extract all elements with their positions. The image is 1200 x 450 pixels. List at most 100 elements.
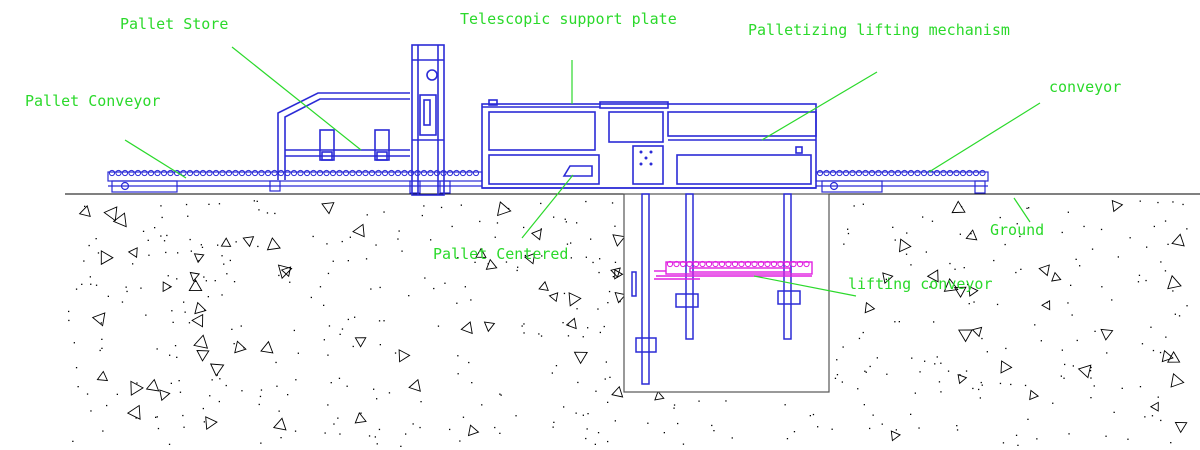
- ground-speck: [394, 352, 397, 354]
- ground-speck: [470, 299, 472, 301]
- ground-hatch-triangle-icon: [145, 378, 160, 392]
- ground-speck: [1100, 228, 1103, 231]
- conveyor-roller-icon: [225, 169, 233, 177]
- ground-speck: [256, 200, 258, 202]
- ground-speck: [294, 430, 297, 432]
- ground-speck: [408, 295, 410, 297]
- ground-speck: [156, 416, 158, 418]
- ground-speck: [221, 294, 223, 296]
- ground-speck: [341, 328, 344, 330]
- ground-speck: [1151, 415, 1154, 417]
- ground-speck: [524, 254, 526, 257]
- ground-speck: [933, 321, 935, 323]
- ground-speck: [1079, 265, 1081, 267]
- conveyor-roller-icon: [115, 169, 122, 177]
- ground-speck: [106, 404, 108, 407]
- conveyor-roller-icon: [316, 169, 324, 177]
- ground-speck: [817, 426, 819, 428]
- ground-hatch-triangle-icon: [483, 321, 496, 333]
- ground-speck: [147, 239, 149, 241]
- ground-speck: [1020, 268, 1022, 270]
- ground-hatch-triangle-icon: [209, 363, 225, 377]
- conveyor-roller-icon: [290, 169, 298, 177]
- conveyor-roller-icon: [770, 260, 778, 268]
- ground-speck: [515, 415, 517, 417]
- ground-speck: [209, 395, 211, 397]
- ground-speck: [885, 278, 887, 280]
- ground-speck: [349, 236, 351, 238]
- ground-speck: [863, 404, 865, 406]
- ground-hatch-triangle-icon: [260, 340, 274, 354]
- ground-hatch-triangle-icon: [654, 390, 665, 401]
- lift-pit: [623, 193, 830, 393]
- ground-speck: [174, 345, 177, 347]
- ground-speck: [979, 397, 981, 399]
- ground-speck: [523, 226, 525, 229]
- ground-speck: [293, 329, 295, 332]
- ground-speck: [582, 414, 584, 416]
- ground-speck: [421, 214, 423, 217]
- ground-hatch-triangle-icon: [112, 212, 127, 228]
- ground-speck: [494, 426, 496, 429]
- ground-speck: [858, 337, 861, 340]
- conveyor-roller-icon: [842, 169, 850, 177]
- ground-hatch-triangle-icon: [926, 269, 939, 283]
- ground-speck: [95, 284, 98, 286]
- ground-speck: [468, 361, 470, 364]
- ground-speck: [154, 227, 156, 229]
- ground-speck: [872, 414, 874, 416]
- ground-speck: [540, 202, 542, 205]
- ground-hatch-triangle-icon: [193, 334, 209, 349]
- conveyor-roller-icon: [744, 260, 752, 268]
- ground-speck: [996, 303, 999, 306]
- conveyor-roller-icon: [336, 169, 343, 177]
- ground-speck: [1144, 416, 1146, 418]
- ground-hatch-triangle-icon: [475, 247, 487, 258]
- ground-speck: [171, 310, 173, 312]
- ground-speck: [786, 438, 789, 440]
- ground-speck: [383, 211, 385, 213]
- ground-speck: [956, 425, 958, 427]
- ground-speck: [508, 207, 510, 210]
- conveyor-roller-icon: [790, 260, 797, 268]
- ground-speck: [1024, 384, 1027, 387]
- conveyor-roller-icon: [459, 169, 467, 177]
- ground-speck: [607, 440, 609, 443]
- conveyor-roller-icon: [738, 260, 745, 268]
- conveyor-roller-icon: [381, 169, 389, 177]
- conveyor-roller-icon: [901, 169, 908, 177]
- ground-speck: [330, 382, 332, 384]
- ground-speck: [444, 282, 446, 284]
- ground-speck: [280, 437, 282, 439]
- ground-speck: [947, 370, 950, 372]
- ground-speck: [216, 374, 218, 376]
- ground-speck: [360, 412, 362, 414]
- ground-speck: [235, 241, 237, 243]
- ground-speck: [182, 414, 184, 417]
- ground-speck: [121, 301, 124, 303]
- ground-speck: [190, 250, 192, 252]
- ground-speck: [157, 427, 160, 430]
- ground-speck: [1159, 351, 1162, 354]
- ground-speck: [906, 232, 908, 234]
- conveyor-roller-icon: [128, 169, 135, 177]
- ground-speck: [1138, 274, 1141, 276]
- lifting-columns: [631, 193, 801, 385]
- ground-speck: [464, 286, 466, 288]
- ground-hatch-triangle-icon: [127, 247, 138, 259]
- ground-speck: [457, 373, 459, 375]
- ground-speck: [179, 391, 182, 393]
- ground-speck: [378, 428, 381, 431]
- ground-hatch-triangle-icon: [485, 258, 498, 270]
- ground-speck: [940, 391, 942, 393]
- ground-speck: [1034, 324, 1036, 326]
- ground-speck: [327, 354, 329, 356]
- ground-speck: [160, 235, 162, 237]
- conveyor-roller-icon: [855, 169, 863, 177]
- ground-speck: [1182, 203, 1184, 206]
- ground-hatch-triangle-icon: [189, 271, 201, 282]
- ground-hatch-triangle-icon: [951, 200, 966, 214]
- ground-speck: [84, 205, 86, 207]
- ground-hatch-triangle-icon: [398, 349, 411, 363]
- ground-speck: [1040, 340, 1042, 342]
